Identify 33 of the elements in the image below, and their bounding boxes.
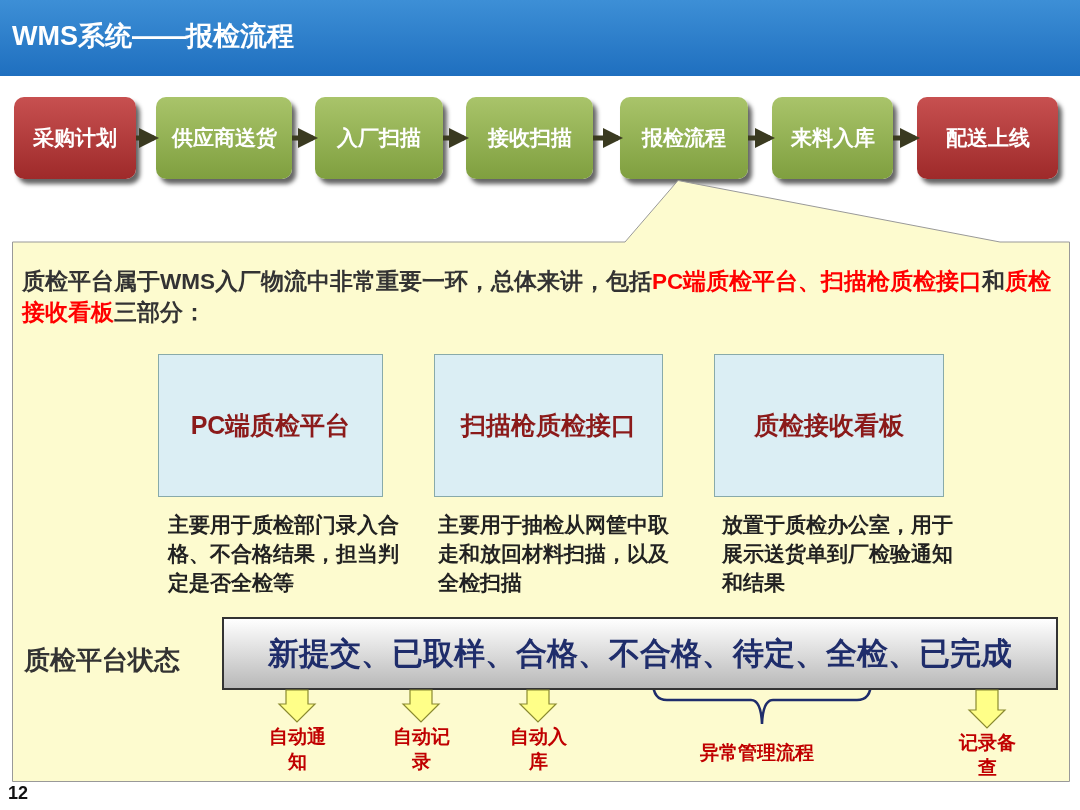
description-text: 放置于质检办公室，用于展示送货单到厂检验通知和结果	[722, 512, 954, 596]
arrow	[593, 128, 623, 148]
down-arrow	[967, 689, 1007, 729]
slide-title: WMS系统——报检流程	[12, 20, 294, 53]
down-arrow	[401, 689, 441, 723]
arrow	[893, 128, 920, 148]
arrow	[443, 128, 469, 148]
description-text: 主要用于质检部门录入合格、不合格结果，担当判定是否全检等	[168, 512, 400, 596]
module-box: 扫描枪质检接口	[434, 354, 663, 497]
arrow	[292, 128, 318, 148]
process-step-box: 供应商送货	[156, 97, 292, 179]
description-text: 主要用于抽检从网筐中取走和放回材料扫描，以及全检扫描	[438, 512, 670, 596]
process-step-box: 接收扫描	[466, 97, 593, 179]
module-box: 质检接收看板	[714, 354, 944, 497]
result-text: 自动入库	[508, 724, 568, 776]
process-step-box: 入厂扫描	[315, 97, 443, 179]
process-step-box: 报检流程	[620, 97, 748, 179]
arrow	[136, 128, 159, 148]
result-text: 自动记录	[391, 724, 451, 776]
result-text: 异常管理流程	[687, 740, 827, 766]
row-label: 质检平台状态	[24, 646, 181, 675]
arrow	[748, 128, 775, 148]
result-text: 记录备查	[957, 730, 1017, 782]
result-text: 自动通知	[267, 724, 327, 776]
page-number: 12	[8, 783, 29, 804]
down-arrow	[277, 689, 317, 723]
process-step-box: 配送上线	[917, 97, 1058, 179]
down-arrow	[518, 689, 558, 723]
process-step-box: 来料入库	[772, 97, 893, 179]
status-bar: 新提交、已取样、合格、不合格、待定、全检、已完成	[222, 617, 1058, 690]
module-box: PC端质检平台	[158, 354, 383, 497]
process-step-box: 采购计划	[14, 97, 136, 179]
intro-text: 质检平台属于WMS入厂物流中非常重要一环，总体来讲，包括PC端质检平台、扫描枪质检接口和质检接收看板三部分：	[22, 268, 1053, 327]
